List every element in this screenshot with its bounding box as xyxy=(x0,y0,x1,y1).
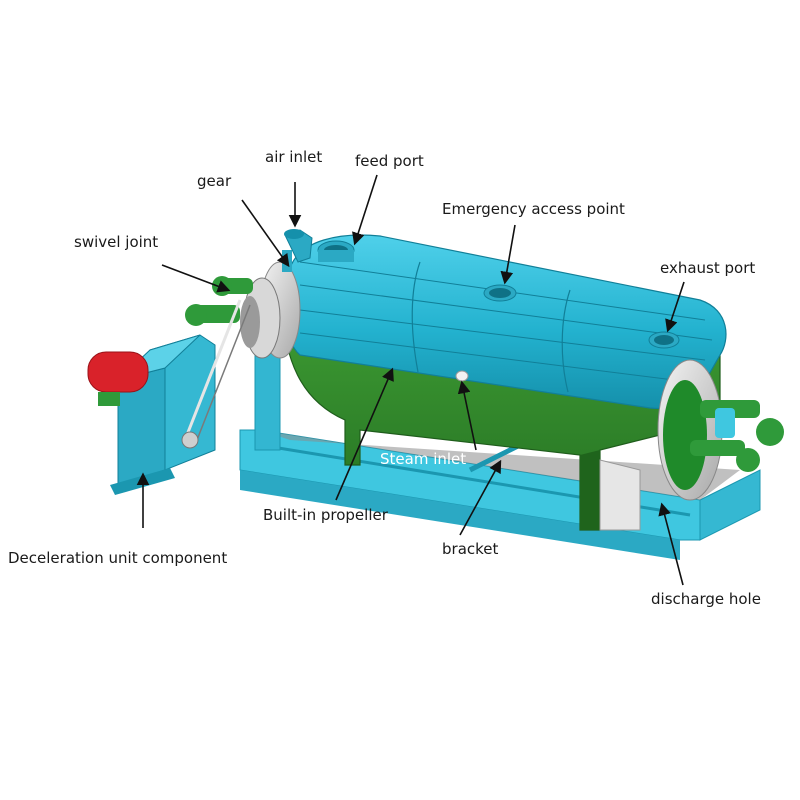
label-steam-inlet: Steam inlet xyxy=(380,450,466,468)
label-swivel-joint: swivel joint xyxy=(74,233,158,251)
label-discharge-hole: discharge hole xyxy=(651,590,761,608)
drum xyxy=(283,234,727,410)
label-deceleration-unit-component: Deceleration unit component xyxy=(8,549,227,567)
ports xyxy=(284,229,680,382)
label-built-in-propeller: Built-in propeller xyxy=(263,506,389,524)
right-end-plate xyxy=(657,359,723,501)
right-pipes xyxy=(690,400,784,472)
leader-lines xyxy=(136,174,685,586)
label-feed-port: feed port xyxy=(355,152,424,170)
label-gear: gear xyxy=(197,172,232,190)
deceleration-unit xyxy=(87,299,251,495)
label-bracket: bracket xyxy=(442,540,499,558)
label-emergency-access-point: Emergency access point xyxy=(442,200,625,218)
gear-assembly xyxy=(240,250,301,359)
label-exhaust-port: exhaust port xyxy=(660,259,755,277)
label-air-inlet: air inlet xyxy=(265,148,322,166)
